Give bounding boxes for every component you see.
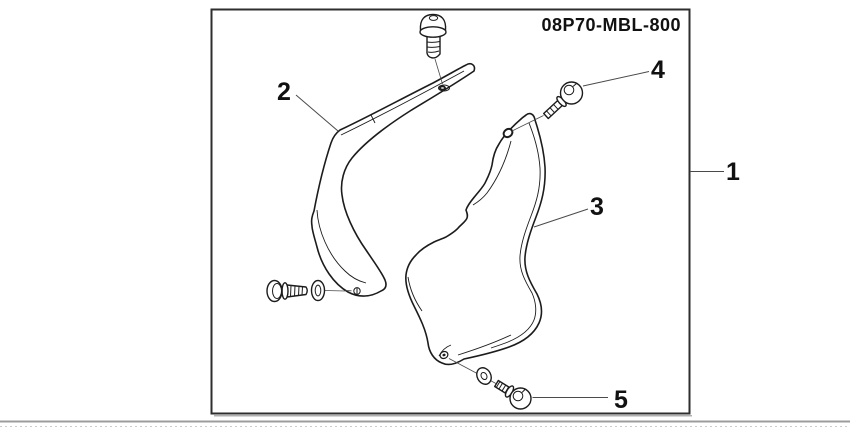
callout-label-4: 4 (651, 56, 665, 84)
washer-icon (476, 367, 492, 385)
part-3-lower-hole (439, 350, 449, 360)
part-2-lower-hole (345, 287, 361, 295)
callout-leader-2 (295, 94, 339, 132)
callout-label-2: 2 (277, 78, 291, 106)
part-number-label: 08P70-MBL-800 (541, 15, 681, 35)
callout-label-1: 1 (726, 158, 740, 186)
washer-icon (310, 279, 326, 302)
diagram-frame-border (210, 8, 691, 415)
button-bolt-4-icon (511, 81, 584, 132)
callout-leader-4 (582, 71, 650, 87)
part-3-right-deflector (405, 112, 546, 366)
callout-leader-3 (533, 208, 589, 228)
button-bolt-5-washer-icon (448, 358, 532, 410)
part-3-upper-hole (502, 127, 514, 139)
part-2-left-deflector (310, 63, 476, 297)
part-2-screw-hole (438, 84, 450, 92)
pan-screw-icon (419, 13, 447, 85)
callout-label-5: 5 (614, 386, 628, 414)
callout-label-3: 3 (590, 193, 604, 221)
shoulder-bolt-washer-icon (266, 279, 346, 303)
